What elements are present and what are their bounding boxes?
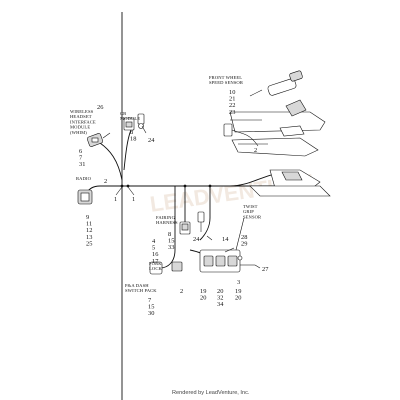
callout-14: 14 (222, 236, 229, 243)
callout-2a: 2 (254, 147, 257, 154)
fairing-harness-connector (179, 221, 191, 235)
footer-credit: Rendered by LeadVenture, Inc. (172, 390, 250, 396)
callout-26: 26 (97, 104, 103, 111)
leader-line (235, 217, 245, 251)
callout-24a: 24 (148, 137, 155, 144)
front-wheel-speed-sensor (249, 70, 303, 97)
fork-lock-connector (171, 261, 183, 272)
leader-line (224, 247, 235, 253)
junction-dot (208, 184, 212, 188)
pa-switch-pack-connector (149, 261, 163, 275)
fwss-connector (223, 123, 259, 147)
fork-assembly (229, 99, 331, 197)
junction-dot (183, 184, 187, 188)
callout-27: 27 (262, 266, 269, 273)
lower-branch (159, 186, 176, 269)
callout-1b: 1 (132, 196, 135, 203)
leader-line (115, 186, 123, 196)
leader-line (127, 186, 135, 196)
cb-module (123, 117, 135, 131)
junction-dot (126, 184, 130, 188)
leader-line (206, 235, 213, 241)
whim-branch (99, 142, 123, 181)
cb-connector (137, 113, 145, 129)
twist-grip-connector-block (199, 249, 255, 273)
twist-branch (199, 186, 211, 241)
whim-module (86, 133, 104, 147)
clip-24 (197, 211, 205, 232)
leader-line (254, 264, 261, 269)
leader-line (141, 125, 147, 134)
leader-line (102, 132, 111, 139)
radio-connector (77, 189, 93, 205)
callout-2c: 2 (180, 288, 183, 295)
junction-dot (120, 184, 124, 188)
callout-1a: 1 (114, 196, 117, 203)
callout-24b: 24 (193, 236, 200, 243)
radio-label: RADIO (76, 176, 92, 181)
callout-3b: 3 (237, 279, 240, 286)
callout-2b: 2 (104, 178, 107, 185)
